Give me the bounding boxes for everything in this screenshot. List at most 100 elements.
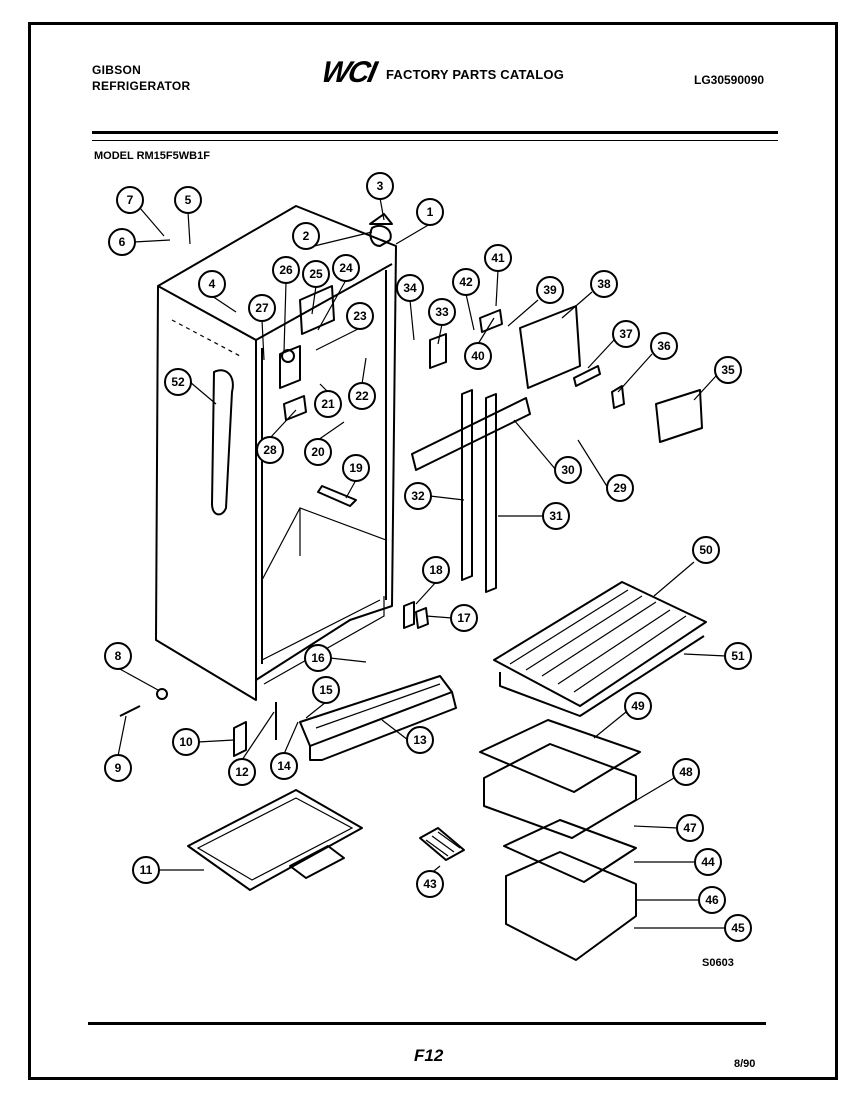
drip-tray [187, 789, 363, 891]
callout-number: 24 [339, 261, 353, 275]
callout-circle [304, 644, 332, 672]
callout-16: 16 [304, 644, 332, 672]
door-handle [211, 369, 234, 516]
callout-circle [672, 758, 700, 786]
callout-circle [650, 332, 678, 360]
callout-circle [694, 848, 722, 876]
callout-number: 45 [731, 921, 745, 935]
egg-bin [419, 827, 465, 861]
callout-number: 48 [679, 765, 693, 779]
shelf-rail-left [461, 389, 473, 581]
callout-circle [724, 642, 752, 670]
callout-5: 5 [174, 186, 202, 214]
callout-circle [174, 186, 202, 214]
callout-circle [536, 276, 564, 304]
callout-19: 19 [342, 454, 370, 482]
callout-number: 4 [209, 277, 216, 291]
cabinet-shell [155, 205, 397, 701]
callout-number: 50 [699, 543, 713, 557]
bracket-35 [655, 389, 703, 443]
callout-number: 3 [377, 179, 384, 193]
callout-number: 37 [619, 327, 633, 341]
callout-number: 31 [549, 509, 563, 523]
callout-number: 38 [597, 277, 611, 291]
callout-number: 19 [349, 461, 363, 475]
shelf-support [411, 397, 531, 471]
callout-2: 2 [292, 222, 320, 250]
callout-circle [104, 754, 132, 782]
callout-33: 33 [428, 298, 456, 326]
callout-number: 40 [471, 349, 485, 363]
callout-circle [698, 886, 726, 914]
page-number: F12 [414, 1046, 444, 1065]
callout-circle [450, 604, 478, 632]
callout-17: 17 [450, 604, 478, 632]
document-number: LG30590090 [694, 73, 765, 87]
callout-44: 44 [694, 848, 722, 876]
callout-46: 46 [698, 886, 726, 914]
callout-number: 9 [115, 761, 122, 775]
callout-18: 18 [422, 556, 450, 584]
callout-circle [452, 268, 480, 296]
callout-22: 22 [348, 382, 376, 410]
callout-number: 11 [140, 863, 153, 877]
callout-circle [312, 676, 340, 704]
callout-number: 13 [413, 733, 427, 747]
callout-51: 51 [724, 642, 752, 670]
callout-circle [484, 244, 512, 272]
callout-circle [198, 270, 226, 298]
callout-26: 26 [272, 256, 300, 284]
callout-13: 13 [406, 726, 434, 754]
thermostat-probe [317, 485, 357, 507]
callout-number: 17 [457, 611, 471, 625]
callout-number: 43 [423, 877, 437, 891]
wire-shelf [493, 581, 707, 707]
callout-circle [108, 228, 136, 256]
callout-40: 40 [464, 342, 492, 370]
callout-3: 3 [366, 172, 394, 200]
callout-circle [272, 256, 300, 284]
shelf-rail-right [485, 393, 497, 593]
diagram-linework [117, 197, 727, 961]
callout-24: 24 [332, 254, 360, 282]
callout-circle [302, 260, 330, 288]
callout-circle [248, 294, 276, 322]
callout-8: 8 [104, 642, 132, 670]
callout-28: 28 [256, 436, 284, 464]
callout-48: 48 [672, 758, 700, 786]
callout-circle [348, 382, 376, 410]
callout-circle [692, 536, 720, 564]
page-border [28, 22, 838, 1080]
callout-27: 27 [248, 294, 276, 322]
callout-number: 18 [429, 563, 443, 577]
callout-circle [172, 728, 200, 756]
callout-41: 41 [484, 244, 512, 272]
callout-number: 44 [701, 855, 715, 869]
callout-circle [346, 302, 374, 330]
callout-number: 30 [561, 463, 575, 477]
callout-circle [332, 254, 360, 282]
callout-number: 1 [427, 205, 434, 219]
callout-12: 12 [228, 758, 256, 786]
callout-number: 34 [403, 281, 417, 295]
callout-49: 49 [624, 692, 652, 720]
callout-number: 32 [411, 489, 425, 503]
callout-number: 28 [263, 443, 277, 457]
revision-date: 8/90 [734, 1058, 756, 1070]
callout-circle [270, 752, 298, 780]
callout-circle [724, 914, 752, 942]
header-rule-thin [92, 140, 778, 141]
callout-circle [554, 456, 582, 484]
callout-31: 31 [542, 502, 570, 530]
callout-number: 26 [279, 263, 293, 277]
callout-circle [396, 274, 424, 302]
callout-circle [132, 856, 160, 884]
callout-9: 9 [104, 754, 132, 782]
callout-number: 51 [731, 649, 745, 663]
callout-circle [612, 320, 640, 348]
crisper-cover-lower [503, 819, 637, 883]
callout-circle [228, 758, 256, 786]
brand-block: GIBSON REFRIGERATOR [92, 62, 191, 94]
callout-circle [116, 186, 144, 214]
